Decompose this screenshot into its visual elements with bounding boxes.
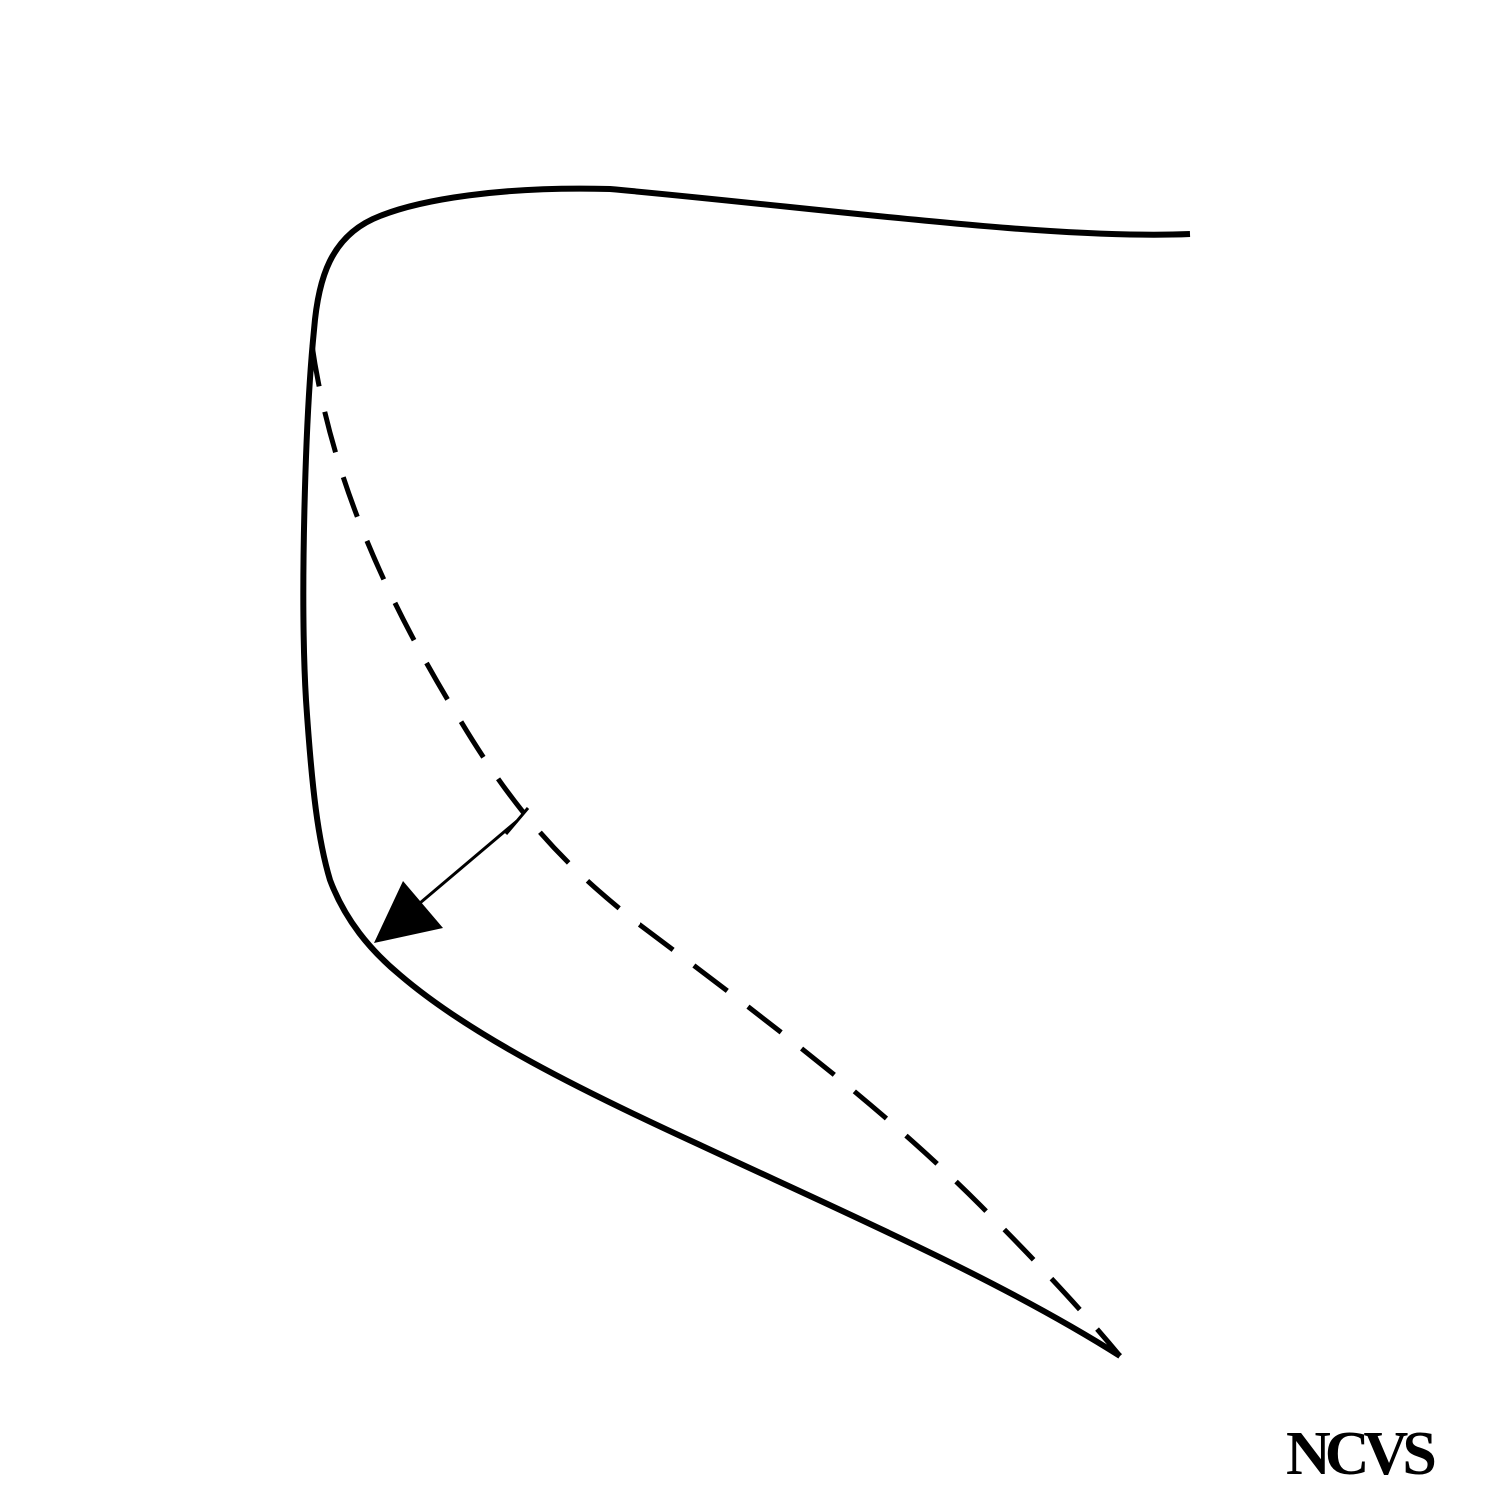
watermark-logo: NCVS — [1286, 1420, 1434, 1488]
solid-curve — [300, 185, 1191, 1359]
dashed-curve — [309, 344, 1122, 1358]
arrow-shaft — [419, 819, 518, 905]
arrow — [374, 807, 530, 943]
arrowhead — [374, 881, 443, 943]
